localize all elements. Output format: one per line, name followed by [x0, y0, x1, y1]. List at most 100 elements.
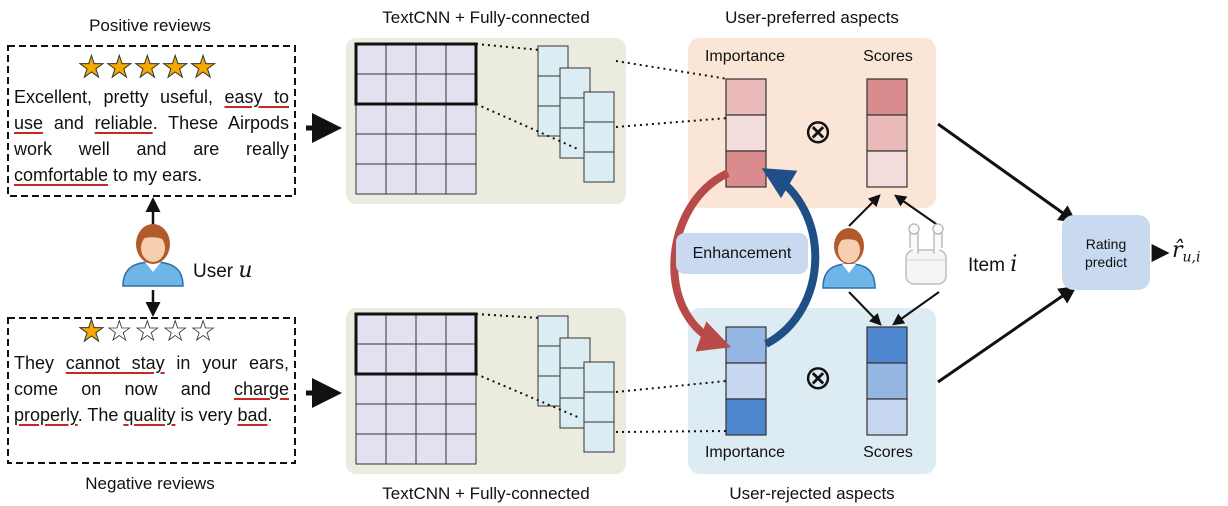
rejected-scores-vector-cell: [866, 398, 908, 436]
highlighted-aspect: quality: [123, 405, 176, 425]
embedding-cell: [415, 343, 447, 375]
embedding-cell: [385, 73, 417, 105]
preferred-to-rating-arrow: [937, 122, 1077, 224]
embedding-cell: [355, 73, 387, 105]
embedding-cell: [415, 433, 447, 465]
enhancement-label: Enhancement: [692, 244, 792, 262]
preferred-scores-vector-cell: [866, 150, 908, 188]
filled-star-icon: ★: [78, 315, 106, 348]
embedding-cell: [415, 163, 447, 195]
negative-review-text: They cannot stay in your ears, come on n…: [14, 350, 289, 428]
rejected-product-operator: ⊗: [803, 358, 833, 398]
embedding-cell: [445, 133, 477, 165]
rejected-to-rating-arrow: [937, 285, 1077, 384]
feature-map-cell: [583, 361, 615, 393]
item-symbol: i: [1010, 252, 1018, 277]
rating-subscript: u,i: [1182, 249, 1201, 266]
enhancement-box: [676, 233, 808, 274]
user-label-text: User: [193, 261, 234, 282]
embedding-cell: [385, 373, 417, 405]
rejected-scores-vector-cell: [866, 362, 908, 400]
embedding-cell: [415, 103, 447, 135]
highlighted-aspect: easy to use: [14, 87, 289, 133]
embedding-cell: [415, 133, 447, 165]
encoder-top-title: TextCNN + Fully-connected: [382, 8, 590, 27]
positive-reviews-title: Positive reviews: [89, 16, 211, 35]
airpods-icon: [905, 223, 947, 285]
embedding-cell: [355, 343, 387, 375]
filled-star-icon: ★: [133, 51, 162, 84]
rejected-scores-label: Scores: [863, 444, 913, 461]
feature-map-cell: [583, 421, 615, 453]
review-text-segment: is very: [175, 405, 238, 425]
empty-star-icon: ☆: [161, 315, 190, 348]
rejected-aspects-title: User-rejected aspects: [729, 484, 895, 503]
embedding-cell: [355, 133, 387, 165]
embedding-cell: [355, 403, 387, 435]
embedding-cell: [445, 103, 477, 135]
review-text-segment: They: [14, 353, 66, 373]
encoder-bottom: [354, 312, 615, 465]
rejected-importance-vector-cell: [725, 398, 767, 436]
embedding-cell: [355, 163, 387, 195]
embedding-cell: [415, 313, 447, 345]
embedding-cell: [445, 403, 477, 435]
filled-star-icon: ★: [78, 51, 106, 84]
embedding-cell: [415, 73, 447, 105]
user-avatar-mid: [822, 228, 876, 289]
convolution-window: [354, 42, 478, 106]
embedding-cell: [385, 133, 417, 165]
embedding-cell: [445, 43, 477, 75]
embedding-cell: [355, 433, 387, 465]
embedding-cell: [445, 163, 477, 195]
highlighted-aspect: cannot stay: [65, 353, 165, 373]
user-label: User u: [193, 258, 253, 283]
feature-map-cell: [583, 151, 615, 183]
item-label-text: Item: [968, 255, 1005, 276]
preferred-importance-label: Importance: [704, 48, 786, 65]
review-text-segment: . The: [77, 405, 124, 425]
preferred-scores-vector-cell: [866, 114, 908, 152]
review-text-segment: .: [267, 405, 273, 425]
highlighted-aspect: comfortable: [14, 165, 109, 185]
user-to-rejected-scores: [848, 291, 882, 326]
review-text-segment: in your ears, come on now and: [14, 353, 290, 399]
rejected-importance-label: Importance: [704, 444, 786, 461]
convolution-window: [354, 312, 478, 376]
embedding-cell: [445, 343, 477, 375]
highlighted-aspect: reliable: [94, 113, 153, 133]
embedding-cell: [385, 433, 417, 465]
review-text-segment: Excellent, pretty useful,: [14, 87, 225, 107]
filled-star-icon: ★: [189, 51, 218, 84]
negative-review-box: [7, 317, 296, 464]
embedding-cell: [385, 163, 417, 195]
encoder-top: [354, 42, 615, 195]
empty-star-icon: ☆: [105, 315, 134, 348]
rejected-scores-vector-cell: [866, 326, 908, 364]
empty-star-icon: ☆: [189, 315, 218, 348]
negative-reviews-title: Negative reviews: [85, 474, 215, 493]
item-label: Item i: [968, 252, 1017, 277]
encoder-bottom-title: TextCNN + Fully-connected: [382, 484, 590, 503]
rejected-importance-vector-cell: [725, 362, 767, 400]
review-text-segment: to my ears.: [108, 165, 203, 185]
preferred-scores-vector-cell: [866, 78, 908, 116]
preferred-importance-vector-cell: [725, 78, 767, 116]
preferred-importance-vector-cell: [725, 114, 767, 152]
embedding-cell: [355, 313, 387, 345]
embedding-cell: [385, 403, 417, 435]
embedding-cell: [355, 43, 387, 75]
empty-star-icon: ☆: [133, 315, 162, 348]
user-avatar-left: [122, 224, 184, 287]
negative-star-rating: ★☆☆☆☆: [78, 315, 218, 348]
rating-line2: predict: [1084, 253, 1128, 270]
embedding-cell: [355, 103, 387, 135]
feature-map-cell: [583, 121, 615, 153]
highlighted-aspect: charge properly: [14, 379, 289, 425]
feature-map-cell: [583, 91, 615, 123]
positive-star-rating: ★★★★★: [78, 51, 218, 84]
review-text-segment: and: [43, 113, 95, 133]
user-symbol: u: [238, 258, 253, 283]
positive-review-box: [7, 45, 296, 197]
